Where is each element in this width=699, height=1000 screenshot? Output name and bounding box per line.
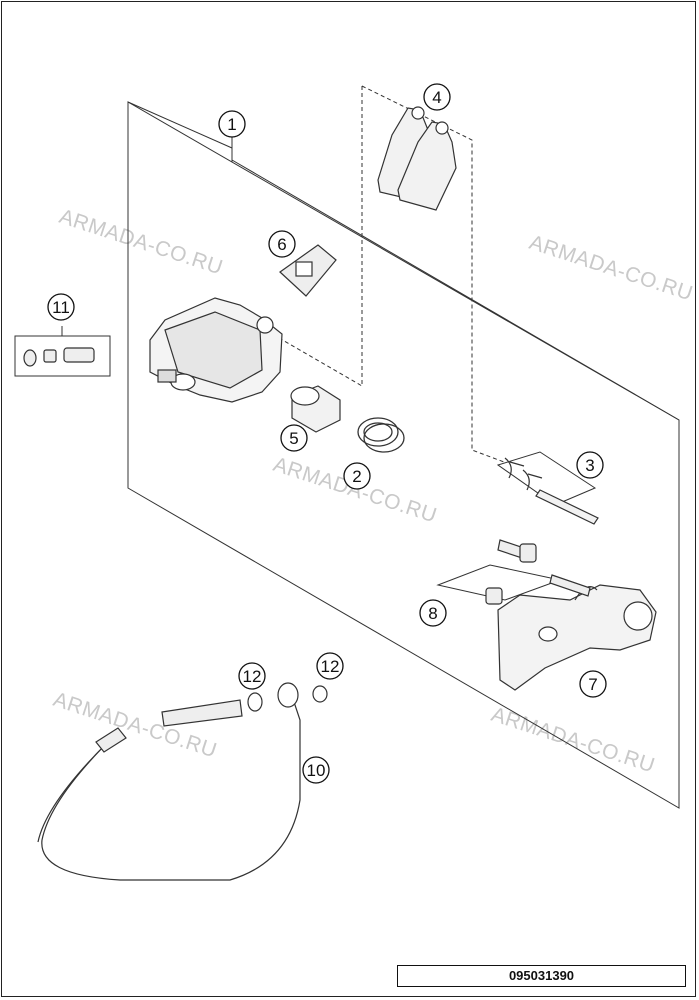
- callout-1: 1: [218, 110, 246, 138]
- svg-text:12: 12: [321, 657, 340, 676]
- seal-rings-drawing: [357, 417, 405, 453]
- piston-drawing: [290, 385, 341, 433]
- svg-text:2: 2: [352, 467, 361, 486]
- pad-spring-drawing: [279, 244, 337, 297]
- callout-4: 4: [423, 83, 451, 111]
- callout-12: 12: [316, 652, 344, 680]
- callout-7: 7: [579, 670, 607, 698]
- drawing-code: 095031390: [397, 965, 686, 987]
- watermark: ARMADA-CO.RU: [488, 703, 657, 778]
- svg-text:1: 1: [227, 115, 236, 134]
- watermark: ARMADA-CO.RU: [526, 231, 695, 306]
- svg-text:5: 5: [289, 429, 298, 448]
- callout-11: 11: [47, 293, 75, 321]
- callout-3: 3: [576, 451, 604, 479]
- svg-text:3: 3: [585, 456, 594, 475]
- pad-group-outline: [247, 86, 363, 387]
- bolts-drawing: [485, 539, 591, 605]
- pins-drawing: [504, 457, 599, 525]
- callout-12: 12: [238, 662, 266, 690]
- watermark: ARMADA-CO.RU: [56, 205, 225, 280]
- pin-group-outline: [496, 451, 597, 506]
- callout-5: 5: [280, 424, 308, 452]
- caliper-assembly-outline: [127, 101, 680, 809]
- callout-6: 6: [268, 230, 296, 258]
- svg-text:4: 4: [432, 88, 441, 107]
- svg-text:11: 11: [52, 298, 70, 317]
- callout-2: 2: [343, 462, 371, 490]
- svg-text:6: 6: [277, 235, 286, 254]
- bleeder-drawing: [23, 347, 95, 367]
- caliper-body-drawing: [149, 297, 283, 403]
- callout-8: 8: [419, 599, 447, 627]
- brake-pads-drawing: [377, 106, 457, 211]
- callout-10: 10: [302, 756, 330, 784]
- svg-text:7: 7: [588, 675, 597, 694]
- brake-hose-drawing: [37, 682, 328, 881]
- svg-text:12: 12: [243, 667, 262, 686]
- svg-text:8: 8: [428, 604, 437, 623]
- watermark: ARMADA-CO.RU: [50, 688, 219, 763]
- svg-text:10: 10: [307, 761, 326, 780]
- carrier-bracket-drawing: [497, 584, 657, 691]
